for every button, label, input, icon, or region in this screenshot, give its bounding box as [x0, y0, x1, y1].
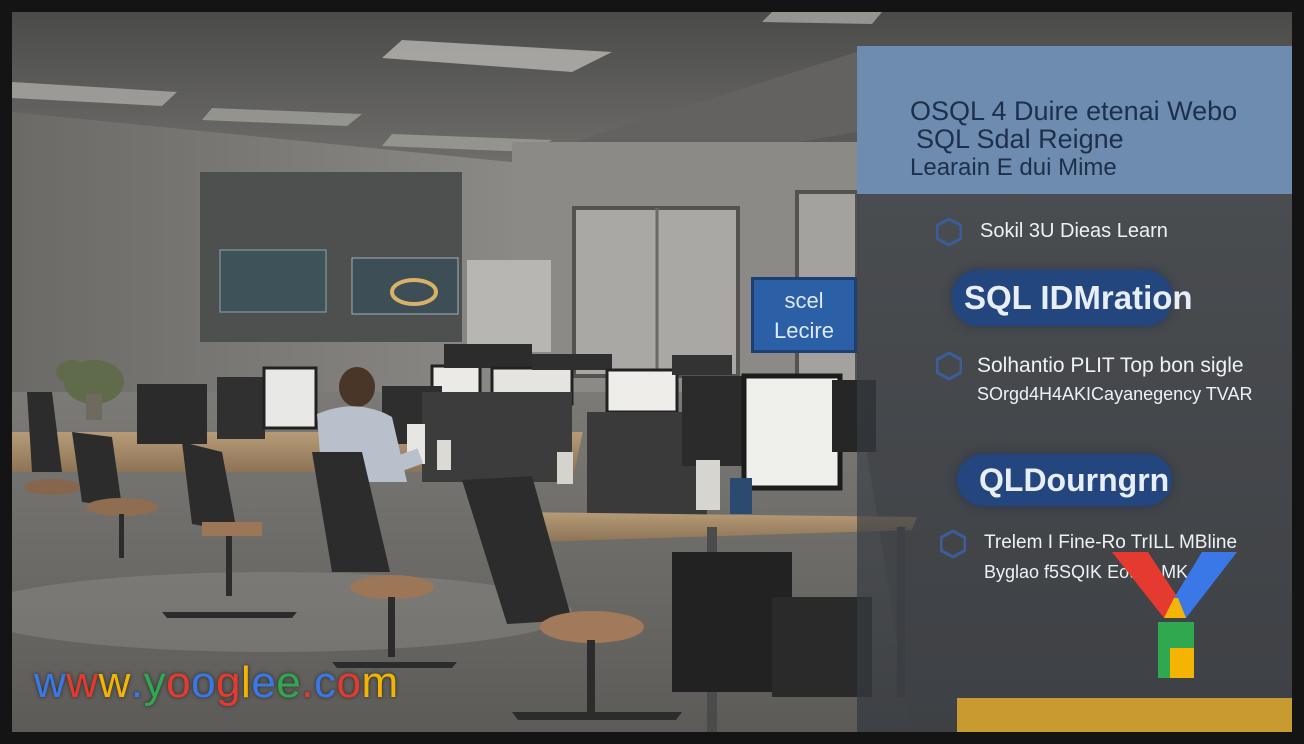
wall-sign-line-1: scel	[784, 288, 824, 313]
watermark-letter: c	[314, 658, 337, 707]
watermark-letter: w	[66, 658, 99, 707]
watermark-letter: w	[34, 658, 67, 707]
banner-title-line-3: Learain E dui Mime	[910, 154, 1117, 181]
watermark-letter: y	[143, 658, 167, 707]
watermark-letter: g	[216, 658, 242, 707]
wall-sign: scel Lecire	[751, 277, 857, 353]
watermark-letter: l	[241, 658, 252, 707]
banner-title-line-1: OSQL 4 Duire etenai Webo	[910, 96, 1238, 126]
watermark-url: www.yooglee.com	[34, 658, 399, 708]
watermark-letter: e	[276, 658, 302, 707]
wall-sign-line-2: Lecire	[774, 318, 834, 343]
feature-pill-1: SQL IDMration	[952, 270, 1193, 326]
watermark-letter: e	[251, 658, 277, 707]
hexagon-bullet-icon	[940, 530, 966, 558]
watermark-letter: o	[191, 658, 217, 707]
image-frame: OSQL 4 Duire etenai Webo SQL Sdal Reigne…	[12, 12, 1292, 732]
feature-item-3-line-2: SOrgd4H4AKICayanegency TVAR	[977, 384, 1253, 404]
hexagon-bullet-icon	[936, 352, 962, 380]
feature-pill-2: QLDourngrn	[957, 454, 1172, 506]
watermark-letter: m	[361, 658, 399, 707]
accent-bar	[957, 698, 1292, 732]
watermark-letter: w	[98, 658, 131, 707]
title-banner	[857, 46, 1292, 194]
watermark-letter: .	[301, 658, 315, 707]
banner-title-line-2: SQL Sdal Reigne	[916, 124, 1124, 154]
watermark-url-text: www.yooglee.com	[34, 658, 399, 707]
watermark-letter: o	[336, 658, 362, 707]
watermark-letter: o	[166, 658, 192, 707]
feature-item-3-line-1: Solhantio PLIT Top bon sigle	[977, 354, 1244, 377]
watermark-letter: .	[130, 658, 144, 707]
hexagon-bullet-icon	[936, 218, 962, 246]
feature-item-5-line-1: Trelem I Fine-Ro TrILL MBline	[984, 532, 1238, 553]
feature-item-1: Sokil 3U Dieas Learn	[980, 220, 1168, 242]
yooglee-y-logo-icon	[1112, 552, 1237, 678]
